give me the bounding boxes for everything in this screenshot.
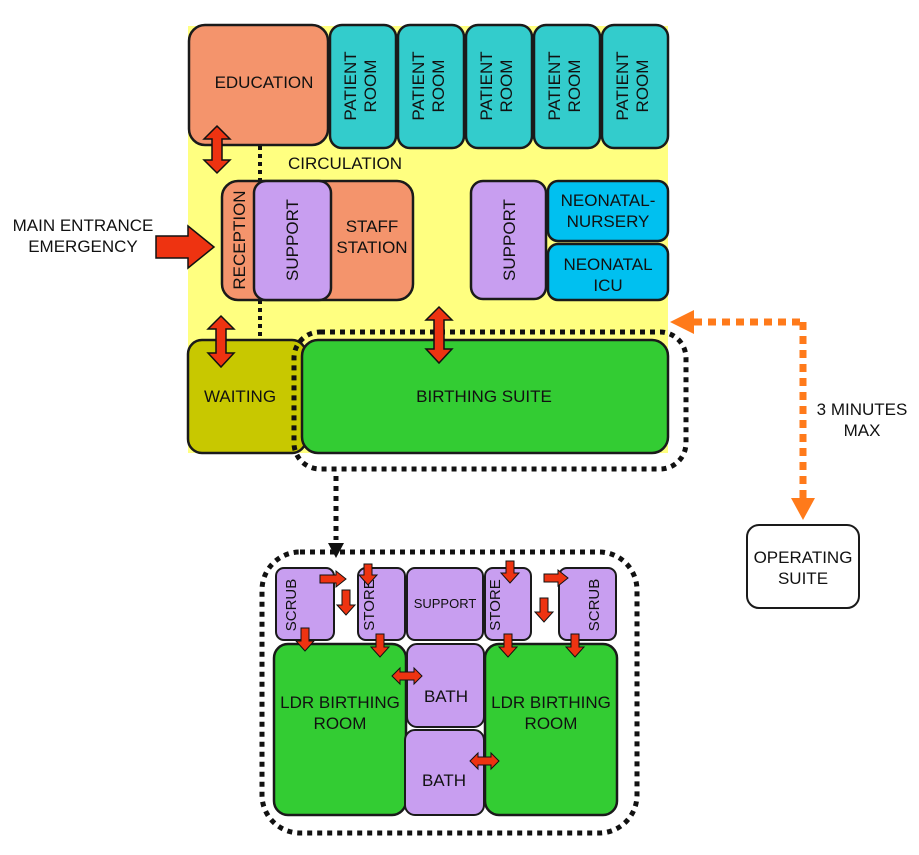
double-arrow-education bbox=[202, 124, 232, 175]
double-arrow-waiting bbox=[206, 314, 236, 369]
neonatal-icu-label-2: ICU bbox=[593, 276, 622, 295]
birthing-suite-outline bbox=[291, 329, 689, 472]
main-entrance-label-2: EMERGENCY bbox=[28, 237, 138, 256]
education-label: EDUCATION bbox=[215, 73, 314, 92]
support-label-right: SUPPORT bbox=[500, 199, 519, 281]
support-room-right bbox=[469, 179, 548, 301]
arrow-store-right-down-a bbox=[499, 560, 521, 584]
patient-room-4: PATIENT ROOM bbox=[532, 23, 602, 150]
support-label-left: SUPPORT bbox=[283, 199, 302, 281]
arrow-store-right-down-b bbox=[497, 633, 519, 658]
arrow-scrub-right-right bbox=[543, 568, 569, 588]
patient-room-label-1: PATIENT bbox=[341, 51, 360, 120]
arrow-store-left-down-b bbox=[369, 633, 391, 658]
entrance-arrow bbox=[155, 224, 216, 270]
patient-room-label-2: PATIENT bbox=[409, 51, 428, 120]
operating-link bbox=[670, 310, 815, 520]
staff-station-label-2: STATION bbox=[336, 238, 407, 257]
support-room-left bbox=[252, 179, 333, 302]
arrow-store-left-down-a bbox=[357, 563, 379, 586]
patient-rooms: PATIENT ROOM PATIENT ROOM PATIENT ROOM P… bbox=[328, 23, 670, 150]
ldr-room-left bbox=[272, 642, 408, 817]
birthing-suite-room bbox=[300, 338, 670, 455]
neonatal-icu-room bbox=[546, 242, 670, 302]
neonatal-nursery-label-1: NEONATAL- bbox=[561, 191, 656, 210]
patient-room-1: PATIENT ROOM bbox=[328, 23, 398, 150]
arrow-scrub-right-down-a bbox=[533, 597, 555, 623]
ldr-room-right bbox=[483, 642, 619, 817]
support-label-suite: SUPPORT bbox=[414, 596, 477, 611]
patient-room-label-3: PATIENT bbox=[477, 51, 496, 120]
patient-room-3: PATIENT ROOM bbox=[464, 23, 534, 150]
arrow-bath-left bbox=[391, 666, 423, 686]
ldr-label-right-1: LDR BIRTHING bbox=[491, 693, 611, 712]
suite-arrows bbox=[294, 560, 586, 771]
scrub-label-right: SCRUB bbox=[586, 579, 603, 632]
waiting-label: WAITING bbox=[204, 387, 276, 406]
patient-room-label-2b: ROOM bbox=[429, 60, 448, 113]
bath-label-upper: BATH bbox=[424, 687, 468, 706]
store-label-right: STORE bbox=[487, 579, 504, 630]
orange-arrowhead-down bbox=[791, 498, 815, 520]
operating-suite-room bbox=[746, 524, 860, 609]
orange-arrowhead-left bbox=[670, 310, 694, 334]
circulation-label: CIRCULATION bbox=[288, 154, 402, 173]
arrow-scrub-left-down-b bbox=[294, 627, 316, 652]
patient-room-2: PATIENT ROOM bbox=[396, 23, 466, 150]
patient-room-label-5: PATIENT bbox=[613, 51, 632, 120]
arrow-scrub-right-down-b bbox=[564, 633, 586, 658]
education-room bbox=[187, 23, 330, 147]
store-label-left: STORE bbox=[361, 579, 378, 630]
scrub-label-left: SCRUB bbox=[283, 579, 300, 632]
staff-station-label-1: STAFF bbox=[346, 217, 399, 236]
detail-connector-arrowhead bbox=[328, 543, 344, 558]
patient-room-label-4b: ROOM bbox=[565, 60, 584, 113]
patient-room-label-1b: ROOM bbox=[361, 60, 380, 113]
bath-label-lower: BATH bbox=[422, 771, 466, 790]
patient-room-label-4: PATIENT bbox=[545, 51, 564, 120]
ldr-label-left-1: LDR BIRTHING bbox=[280, 693, 400, 712]
birthing-suite-label: BIRTHING SUITE bbox=[416, 387, 552, 406]
arrow-scrub-left-down-a bbox=[335, 589, 357, 616]
patient-room-label-3b: ROOM bbox=[497, 60, 516, 113]
ldr-label-left-2: ROOM bbox=[314, 714, 367, 733]
three-minutes-label-1: 3 MINUTES bbox=[817, 400, 908, 419]
patient-room-5: PATIENT ROOM bbox=[600, 23, 670, 150]
reception-label: RECEPTION bbox=[230, 190, 249, 289]
bath-room-lower bbox=[404, 729, 485, 816]
main-entrance-label-1: MAIN ENTRANCE bbox=[13, 216, 154, 235]
suite-detail-outline bbox=[259, 549, 640, 836]
operating-suite-label-2: SUITE bbox=[778, 569, 828, 588]
scrub-room-right bbox=[558, 567, 617, 641]
support-room-suite bbox=[406, 567, 484, 641]
arrow-bath-right bbox=[469, 751, 500, 771]
double-arrow-birthing bbox=[424, 305, 454, 365]
neonatal-nursery-room bbox=[546, 179, 670, 243]
three-minutes-label-2: MAX bbox=[844, 421, 881, 440]
patient-room-label-5b: ROOM bbox=[633, 60, 652, 113]
neonatal-nursery-label-2: NURSERY bbox=[567, 212, 650, 231]
operating-suite-label-1: OPERATING bbox=[754, 548, 853, 567]
arrow-scrub-left-right bbox=[319, 569, 347, 589]
bath-room-upper bbox=[406, 643, 485, 728]
neonatal-icu-label-1: NEONATAL bbox=[563, 255, 652, 274]
ldr-label-right-2: ROOM bbox=[525, 714, 578, 733]
